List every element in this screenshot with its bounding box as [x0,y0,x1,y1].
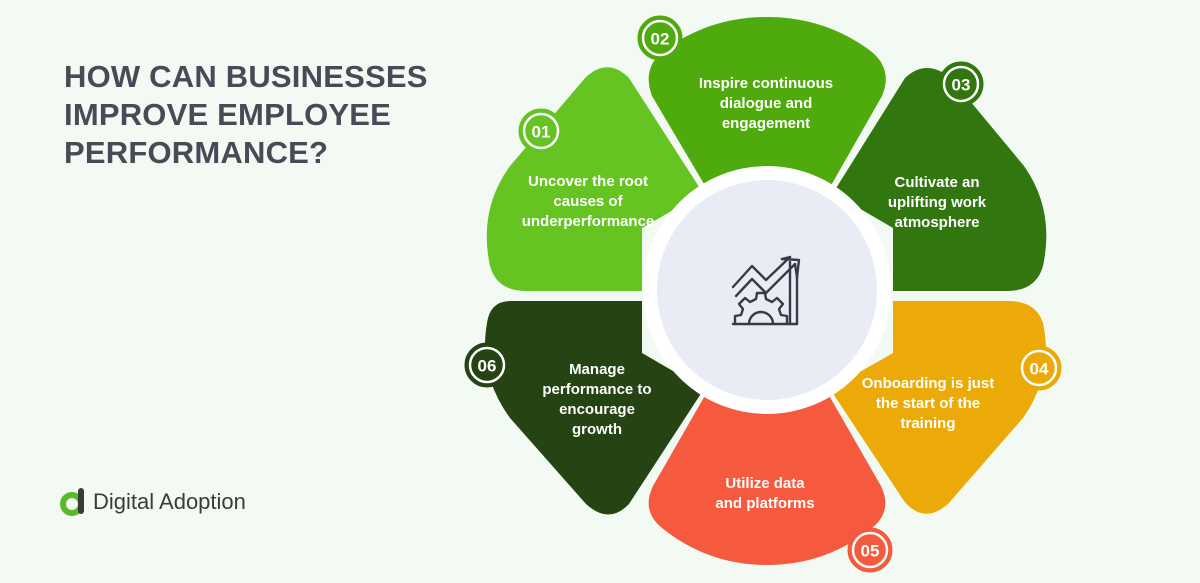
petal-label-06: Manage performance to encourage growth [542,361,651,438]
title-line-2: IMPROVE EMPLOYEE [64,97,392,132]
step-number-01: 01 [532,123,551,142]
step-number-05: 05 [861,542,880,561]
petal-label-line: Manage [569,361,625,378]
petal-label-line: uplifting work [888,194,987,211]
petal-label-line: underperformance [522,213,655,230]
step-badge-fill [942,65,980,103]
petal-label-line: Onboarding is just [862,375,995,392]
petal-label-line: dialogue and [720,95,813,112]
brand-logo: Digital Adoption [60,486,246,518]
petal-step-05 [648,392,886,565]
petal-step-02 [648,17,886,189]
petal-label-line: and platforms [715,495,814,512]
petal-step-06 [485,301,704,515]
petal-label-line: encourage [559,401,635,418]
petal-label-line: performance to [542,381,651,398]
petal-label-line: engagement [722,115,810,132]
petal-label-03: Cultivate an uplifting work atmosphere [888,174,987,231]
title-line-3: PERFORMANCE? [64,135,329,170]
petal-label-02: Inspire continuous dialogue and engagement [699,75,833,132]
petal-label-line: the start of the [876,395,980,412]
center-disc [657,180,877,400]
petal-step-04 [830,301,1046,514]
petal-label-line: causes of [553,193,623,210]
step-badge-fill [851,531,889,569]
step-badge-fill [468,346,506,384]
title-line-1: HOW CAN BUSINESSES [64,59,428,94]
petal-label-line: atmosphere [894,214,979,231]
petal-label-01: Uncover the root causes of underperformanc… [522,173,655,230]
petal-label-05: Utilize data and platforms [715,475,814,512]
step-number-04: 04 [1030,360,1049,379]
digital-adoption-logo-icon [60,488,84,516]
petal-label-line: Utilize data [725,475,805,492]
step-number-06: 06 [478,357,497,376]
step-number-03: 03 [952,76,971,95]
petal-label-04: Onboarding is just the start of the traini… [862,375,995,432]
growth-gear-icon [731,255,801,326]
petal-step-03 [833,68,1047,291]
petal-label-line: Inspire continuous [699,75,833,92]
petal-step-01 [486,67,703,292]
step-badge-fill [1020,349,1058,387]
petal-label-line: Uncover the root [528,173,648,190]
step-number-02: 02 [651,30,670,49]
page-title: HOW CAN BUSINESSES IMPROVE EMPLOYEE PERF… [64,58,444,172]
petal-label-line: training [901,415,956,432]
step-badge-fill [641,19,679,57]
petal-label-line: growth [572,421,622,438]
logo-text: Digital Adoption [93,489,246,514]
step-badge-fill [522,112,560,150]
petal-label-line: Cultivate an [894,174,979,191]
